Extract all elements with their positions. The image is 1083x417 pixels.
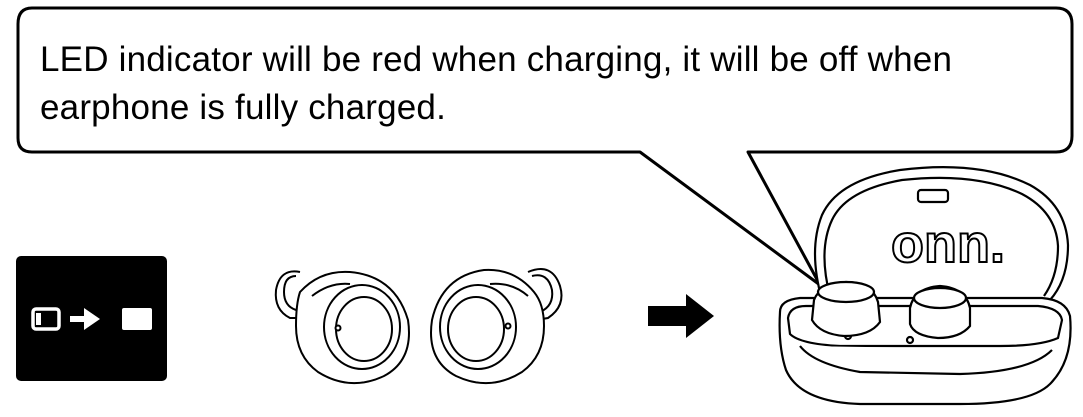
callout-line-2: earphone is fully charged. [40,84,1070,132]
right-earbud-icon [431,269,562,383]
charging-case-icon [780,167,1071,404]
callout-text: LED indicator will be red when charging,… [40,36,1070,132]
callout-line-1: LED indicator will be red when charging,… [40,36,1070,84]
onn-logo: onn. [891,214,1005,274]
left-earbud-icon [276,271,409,383]
battery-indicator-badge [16,256,167,381]
battery-full-icon [122,308,152,330]
process-arrow-icon [648,294,714,338]
